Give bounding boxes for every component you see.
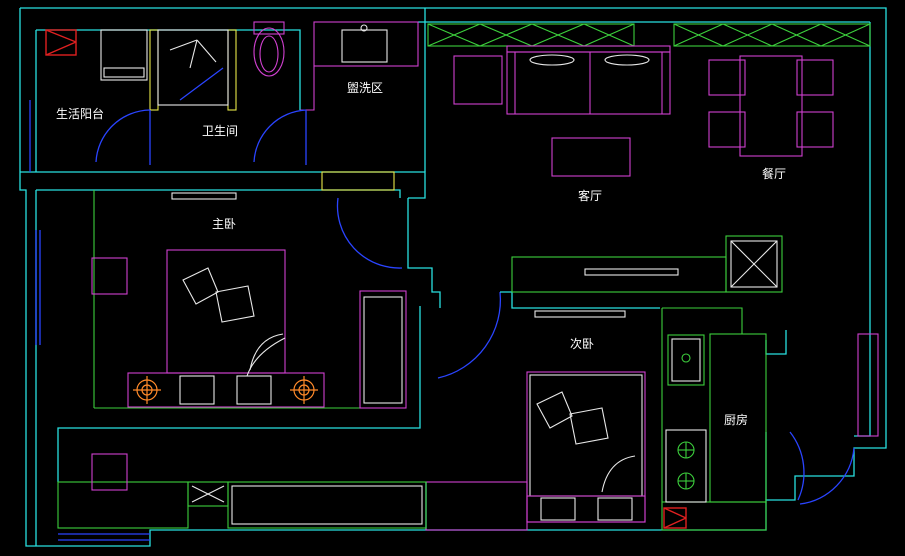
master-bedroom-furniture	[91, 190, 407, 409]
living-dining-furniture	[427, 23, 871, 177]
washing-machine-icon	[45, 29, 77, 56]
room-label-kitchen: 厨房	[724, 412, 748, 427]
water-heater-icon	[663, 507, 687, 529]
door-swings	[29, 100, 855, 541]
sink-icon	[667, 334, 705, 386]
stove-icon	[665, 429, 707, 503]
lamp-icon	[290, 376, 318, 404]
lamp-icon	[133, 376, 161, 404]
room-label-living-room: 客厅	[578, 188, 602, 203]
wet-zone	[35, 21, 419, 172]
room-label-master-bedroom: 主卧	[212, 217, 236, 231]
room-label-bathroom: 卫生间	[202, 124, 238, 138]
second-bedroom-furniture	[57, 235, 783, 531]
room-label-dining-room: 餐厅	[762, 166, 786, 181]
room-label-washing-area: 盥洗区	[347, 81, 383, 95]
kitchen-furniture	[661, 307, 879, 531]
room-label-utility-balcony: 生活阳台	[56, 106, 104, 121]
room-label-second-bedroom: 次卧	[570, 337, 594, 351]
